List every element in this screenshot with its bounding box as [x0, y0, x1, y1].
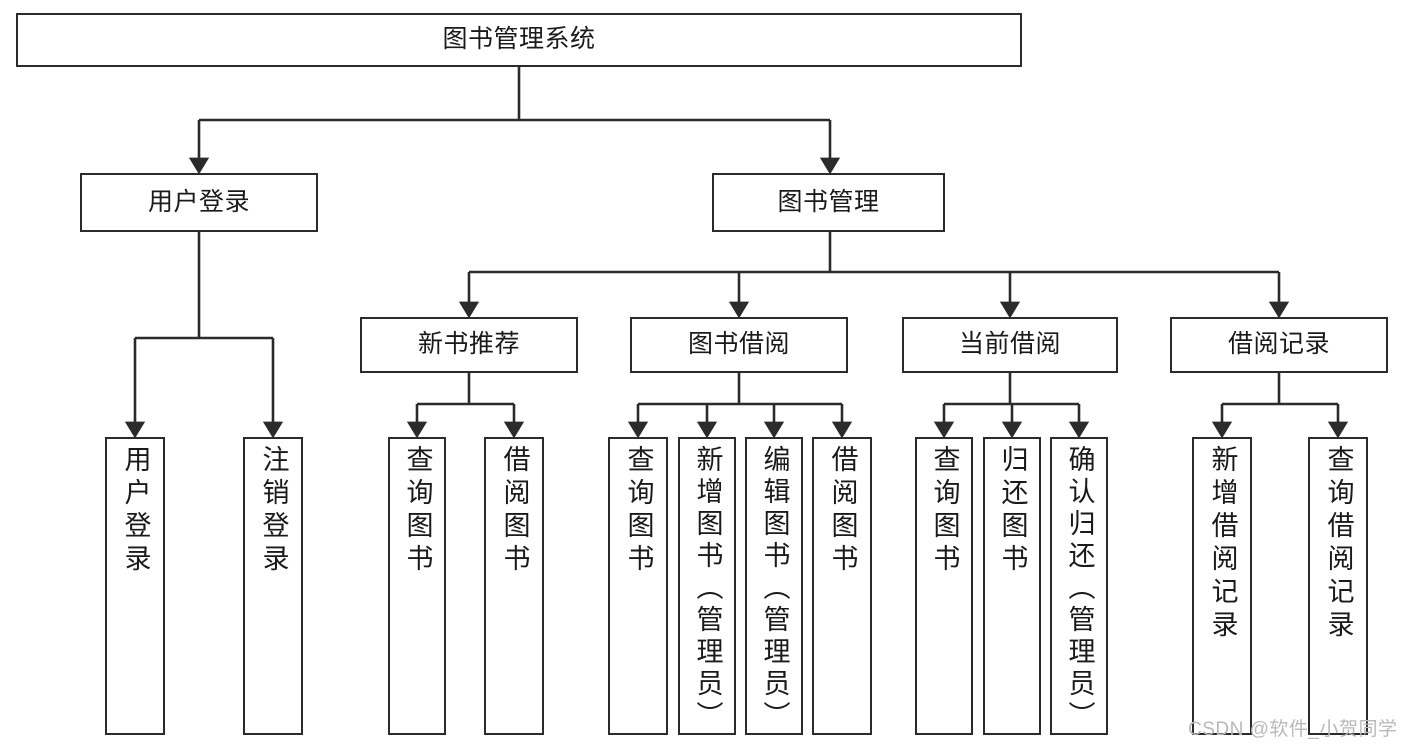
node-label: 查询图书	[623, 445, 654, 577]
node-label: 用户登录	[147, 187, 250, 216]
csdn-watermark: CSDN @软件_小贺同学	[1188, 719, 1398, 740]
node-leaf-query-borrow-record[interactable]: 查询借阅记录	[1308, 437, 1368, 735]
node-label: 查询图书	[929, 445, 960, 577]
node-leaf-query-book-current[interactable]: 查询图书	[915, 437, 973, 735]
node-label: 图书借阅	[687, 330, 790, 359]
node-label: 当前借阅	[958, 330, 1061, 359]
node-label: 借阅图书	[827, 445, 858, 577]
node-label: 新增图书（管理员）	[692, 445, 723, 733]
node-label: 注销登录	[258, 445, 289, 577]
node-label: 新书推荐	[417, 330, 520, 359]
node-leaf-return-book[interactable]: 归还图书	[983, 437, 1041, 735]
node-new-book-recommend[interactable]: 新书推荐	[360, 317, 578, 373]
node-label: 图书管理	[777, 187, 880, 216]
node-leaf-query-book-rec[interactable]: 查询图书	[388, 437, 446, 735]
node-label: 查询图书	[402, 445, 433, 577]
node-label: 借阅记录	[1227, 330, 1330, 359]
node-label: 编辑图书（管理员）	[759, 445, 790, 733]
node-label: 用户登录	[120, 445, 151, 577]
node-label: 借阅图书	[499, 445, 530, 577]
node-leaf-borrow-book[interactable]: 借阅图书	[812, 437, 872, 735]
node-root-system[interactable]: 图书管理系统	[16, 13, 1022, 67]
node-leaf-add-borrow-record[interactable]: 新增借阅记录	[1192, 437, 1252, 735]
node-leaf-user-login[interactable]: 用户登录	[105, 437, 165, 735]
node-user-login[interactable]: 用户登录	[80, 173, 318, 232]
node-leaf-add-book-admin[interactable]: 新增图书（管理员）	[678, 437, 736, 735]
node-current-borrow[interactable]: 当前借阅	[902, 317, 1118, 373]
node-leaf-edit-book-admin[interactable]: 编辑图书（管理员）	[745, 437, 803, 735]
node-leaf-confirm-return-admin[interactable]: 确认归还（管理员）	[1050, 437, 1108, 735]
node-book-manage[interactable]: 图书管理	[712, 173, 945, 232]
node-label: 归还图书	[997, 445, 1028, 577]
node-borrow-record[interactable]: 借阅记录	[1170, 317, 1388, 373]
node-leaf-user-logout[interactable]: 注销登录	[243, 437, 303, 735]
node-label: 新增借阅记录	[1207, 445, 1238, 643]
node-label: 确认归还（管理员）	[1064, 445, 1095, 733]
node-label: 图书管理系统	[442, 25, 596, 54]
node-leaf-query-book-borrow[interactable]: 查询图书	[608, 437, 668, 735]
node-label: 查询借阅记录	[1323, 445, 1354, 643]
node-book-borrow[interactable]: 图书借阅	[630, 317, 848, 373]
node-leaf-borrow-book-rec[interactable]: 借阅图书	[484, 437, 544, 735]
